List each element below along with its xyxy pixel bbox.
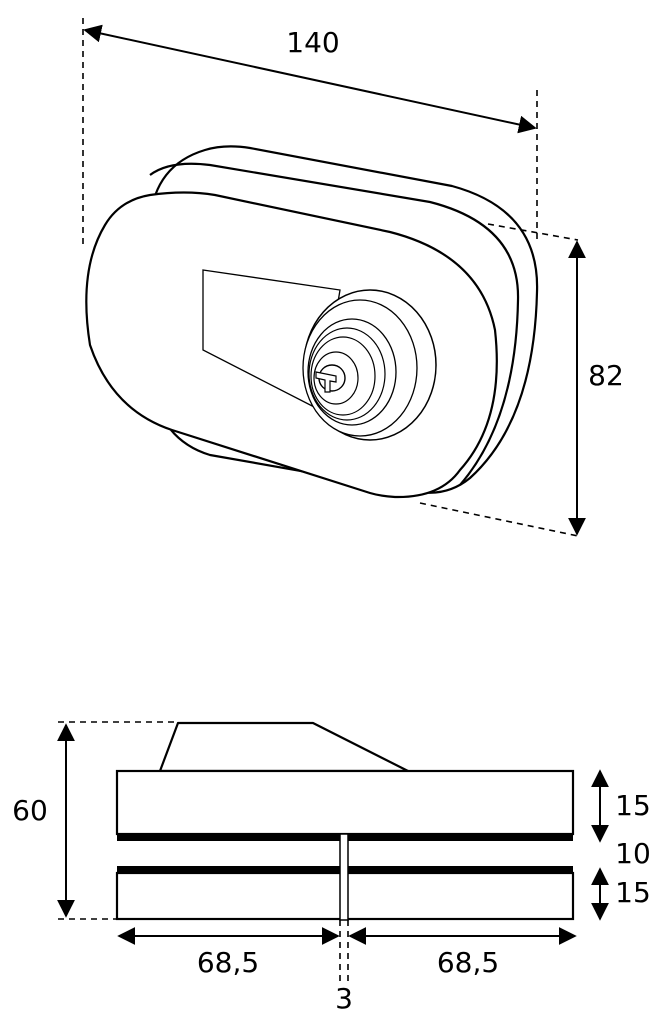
top-block-label: 15 [615,789,651,822]
center-gap-label: 3 [335,982,353,1015]
left-width-label: 68,5 [197,946,259,979]
gap-label: 10 [615,837,651,870]
right-width-label: 68,5 [437,946,499,979]
perspective-view: 140 82 [82,18,624,537]
width-label: 140 [286,26,339,59]
top-block [115,769,575,836]
center-gap [339,833,349,921]
latch-wedge [158,721,410,773]
lock-middle-edge [149,162,520,486]
side-view: 60 15 10 15 68,5 68,5 3 [12,721,651,1015]
width-dimension-arrow [83,24,537,134]
keyhole-icon [315,371,337,393]
total-height-label: 60 [12,794,48,827]
height-label: 82 [588,359,624,392]
height-extension-top [487,223,579,241]
bottom-block-label: 15 [615,876,651,909]
height-extension-bottom [419,502,579,537]
